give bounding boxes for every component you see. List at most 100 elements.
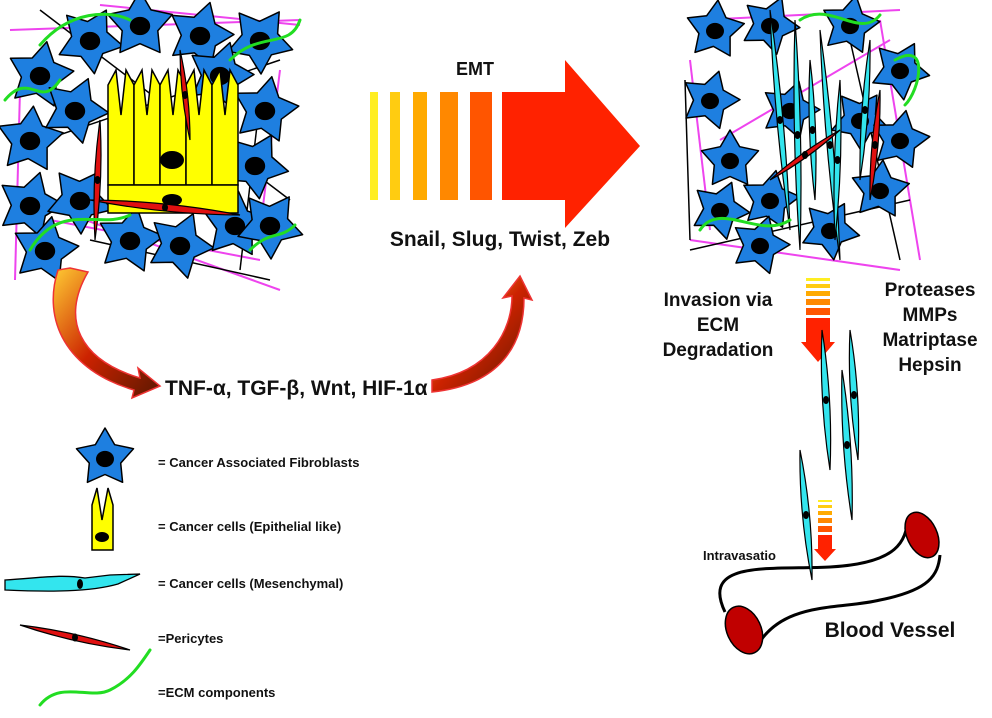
invasion-gradient-bar [818,518,832,523]
nucleus [823,396,829,404]
pericyte [869,89,881,201]
invasion-gradient-bar [806,278,830,281]
emt-gradient-bar [370,92,378,200]
nucleus [701,92,719,110]
ecm-fiber-green [3,78,62,102]
ecm-fiber [689,239,901,271]
nucleus [721,152,739,170]
fibroblast-star-icon [802,202,861,261]
invasion-gradient-bar [818,505,832,508]
fibroblast-star-icon [872,42,931,101]
mesenchymal-cell [859,39,871,181]
mesenchymal-cell [820,329,832,471]
nucleus [706,22,724,40]
nucleus [34,241,56,261]
pericyte-icon [19,624,131,651]
proteases-line-3: Matriptase [882,330,977,351]
nucleus [162,203,168,212]
fibroblast-star-icon [686,0,746,57]
fibroblast-star-icon [58,9,125,75]
nucleus [834,156,841,164]
proteases-line-2: MMPs [903,305,958,326]
ecm-fiber-green [248,223,297,252]
mesenchymal-cell [793,19,802,251]
fibroblast-star-icon [150,212,215,279]
invasion-arrow [814,535,836,561]
invasion-gradient-bar [806,291,830,296]
nucleus [803,511,809,519]
nucleus [189,26,211,46]
fibroblast-star-icon [171,1,235,68]
fibroblast-star-icon [851,159,911,217]
nucleus [711,202,729,220]
nucleus [862,106,868,114]
curved-arrow-right [431,274,534,393]
invasion-gradient-bar [806,284,830,288]
nucleus [761,17,779,35]
invasion-gradient-bar [818,511,832,515]
blood-vessel-label: Blood Vessel [825,619,956,642]
invasion-gradient-bar [806,308,830,315]
nucleus [802,151,808,159]
nucleus [751,237,769,255]
nucleus [224,216,246,236]
vessel-opening-right [904,511,940,559]
invasion-line-3: Degradation [663,340,774,361]
emt-transcription-factors: Snail, Slug, Twist, Zeb [390,228,610,251]
legend-label-epithelial: = Cancer cells (Epithelial like) [158,519,341,534]
curved-arrow-left [52,267,162,400]
ecm-fiber-green [28,213,132,252]
collagen-fiber [684,79,691,241]
nucleus [29,66,51,86]
tumor-epithelial-cluster [0,0,304,291]
epithelial-cell [133,67,161,186]
proteases-line-4: Hepsin [898,355,961,376]
nucleus [891,62,909,80]
pericyte [179,49,191,141]
pericyte [93,119,102,241]
ecm-fiber [719,39,891,141]
nucleus [94,176,101,184]
nucleus [129,16,151,36]
nucleus [162,194,182,206]
nucleus [119,231,141,251]
legend-label-ecm: =ECM components [158,685,275,700]
invasion-gradient-bar [818,526,832,532]
ecm-fiber-green [798,12,882,25]
ecm-fiber-green [893,53,921,107]
nucleus [871,182,889,200]
ecm-fiber-green [698,217,792,232]
nucleus [95,532,109,542]
emt-gradient-bar [470,92,492,200]
pericyte [89,199,241,216]
tumor-mesenchymal-cluster [684,0,931,275]
intravasation-label: Intravasatio [703,548,776,563]
epithelial-cell [107,67,135,186]
vessel-opening-left [724,605,764,655]
nucleus [169,236,191,256]
nucleus [254,101,276,121]
nucleus [872,141,878,149]
epithelial-cell-icon [91,487,114,551]
invasion-gradient-bar [818,500,832,502]
mesenchymal-cell [833,79,842,241]
nucleus [72,633,78,642]
invasion-arrow [801,318,835,362]
fibroblast-star-icon [14,215,80,282]
nucleus [794,131,801,139]
fibroblast-star-icon [684,70,741,130]
epithelial-cell [211,67,239,186]
mesenchymal-cell [799,449,813,581]
fibroblast-star-icon [873,109,931,169]
nucleus [891,132,909,150]
nucleus [77,579,83,589]
emt-gradient-bar [413,92,427,200]
emt-title: EMT [456,59,494,79]
ecm-fiber [14,89,21,281]
nucleus [19,131,41,151]
nucleus [96,450,114,468]
legend-label-mesenchymal: = Cancer cells (Mesenchymal) [158,576,343,591]
blood-vessel [718,511,942,655]
